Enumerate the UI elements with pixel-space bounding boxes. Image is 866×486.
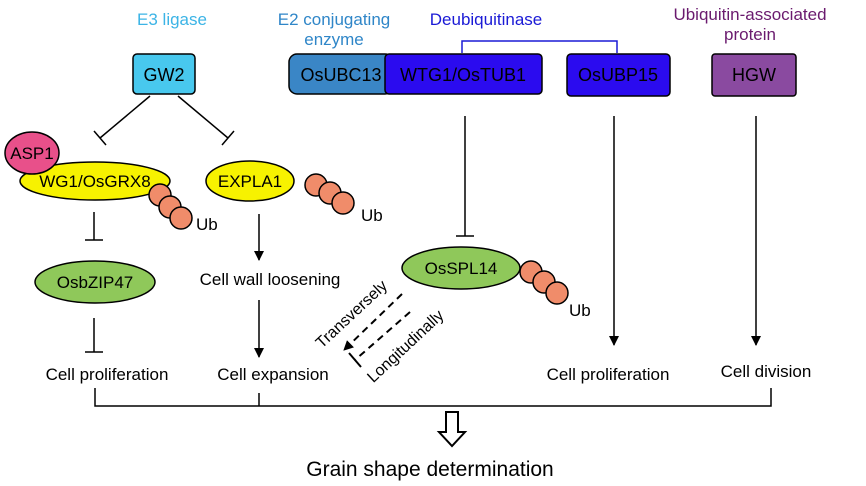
osubp15-box: OsUBP15 — [566, 53, 671, 97]
wg1-node: WG1/OsGRX8 — [19, 161, 171, 201]
longitudinally-label: Longitudinally — [364, 307, 447, 386]
expla1-ub-label: Ub — [361, 206, 383, 225]
cell-proliferation-right: Cell proliferation — [547, 365, 670, 384]
transversely-dashed-arrow — [343, 293, 403, 351]
expla1-label: EXPLA1 — [218, 172, 282, 191]
uap-header-line2: protein — [724, 25, 776, 44]
osbzip47-label: OsbZIP47 — [57, 273, 134, 292]
gw2-to-expla1-bar — [221, 130, 235, 146]
uap-header-line1: Ubiquitin-associated — [673, 5, 826, 24]
wg1-label: WG1/OsGRX8 — [39, 172, 150, 191]
gw2-to-wg1-inhibit — [99, 95, 151, 139]
osubp15-label: OsUBP15 — [578, 65, 658, 85]
e2-header-line1: E2 conjugating — [278, 10, 390, 29]
osbzip47-node: OsbZIP47 — [34, 260, 156, 304]
wg1-ub-label: Ub — [196, 215, 218, 234]
hgw-label: HGW — [732, 65, 776, 85]
osspl14-ub-label: Ub — [569, 301, 591, 320]
longitudinally-dashed-line — [354, 311, 411, 361]
osspl14-node: OsSPL14 — [401, 246, 521, 290]
wtg1-label: WTG1/OsTUB1 — [400, 65, 526, 85]
longitudinally-inhibit-bar — [348, 352, 362, 368]
expla1-node: EXPLA1 — [205, 160, 295, 202]
wtg1-box: WTG1/OsTUB1 — [384, 53, 543, 95]
gw2-to-expla1-inhibit — [177, 95, 229, 139]
convergence-bracket — [94, 388, 772, 407]
asp1-label: ASP1 — [10, 144, 53, 163]
gw2-box: GW2 — [132, 53, 196, 95]
gw2-to-wg1-bar — [93, 130, 107, 146]
wg1-ub-chain: Ub — [148, 183, 218, 234]
osspl14-label: OsSPL14 — [425, 259, 498, 278]
e2-header-line2: enzyme — [304, 30, 364, 49]
gw2-label: GW2 — [143, 65, 184, 85]
asp1-node: ASP1 — [4, 131, 60, 175]
hgw-box: HGW — [711, 53, 797, 97]
osubc13-label: OsUBC13 — [300, 65, 381, 85]
cell-wall-loosening: Cell wall loosening — [200, 270, 341, 289]
hollow-down-arrow — [436, 411, 468, 448]
deubiquitinase-bracket — [461, 40, 618, 53]
e3-ligase-header: E3 ligase — [137, 10, 207, 29]
deubiquitinase-header: Deubiquitinase — [430, 10, 542, 29]
cell-proliferation-left: Cell proliferation — [46, 365, 169, 384]
cell-expansion: Cell expansion — [217, 365, 329, 384]
cell-division: Cell division — [721, 362, 812, 381]
expla1-ub-chain: Ub — [304, 173, 383, 225]
osubc13-box: OsUBC13 — [288, 53, 394, 95]
osspl14-ub-chain: Ub — [519, 260, 591, 320]
grain-shape-determination: Grain shape determination — [306, 458, 553, 481]
